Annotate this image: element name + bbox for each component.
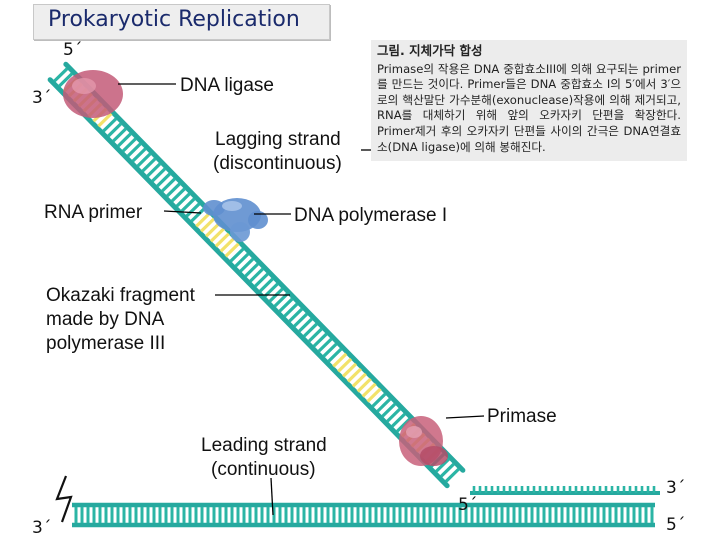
- leading-leader-line: [271, 478, 273, 515]
- page-title: Prokaryotic Replication: [48, 7, 300, 32]
- caption-body: Primase의 작용은 DNA 중합효소III에 의해 요구되는 primer…: [377, 62, 681, 156]
- caption-title: 그림. 지체가닥 합성: [377, 43, 681, 59]
- label-bottom-5prime-mid: 5´: [458, 495, 477, 515]
- label-dna-polymerase-1: DNA polymerase I: [294, 205, 447, 227]
- dna-ligase-highlight: [72, 78, 96, 94]
- primase-enzyme: [399, 416, 448, 466]
- label-top-3prime: 3´: [32, 88, 51, 108]
- primase-leader-line: [446, 416, 484, 418]
- strand-break-symbol: [57, 476, 71, 522]
- label-primase: Primase: [487, 406, 557, 428]
- label-okazaki-3: polymerase III: [46, 333, 165, 355]
- label-dna-ligase: DNA ligase: [180, 75, 274, 97]
- label-lagging-discontinuous: (discontinuous): [213, 153, 342, 175]
- label-okazaki-1: Okazaki fragment: [46, 285, 195, 307]
- label-bottom-5prime-right: 5´: [666, 515, 685, 535]
- caption-box: 그림. 지체가닥 합성 Primase의 작용은 DNA 중합효소III에 의해…: [371, 40, 687, 161]
- label-okazaki-2: made by DNA: [46, 309, 164, 331]
- label-leading-continuous: (continuous): [211, 459, 316, 481]
- label-bottom-3prime-right: 3´: [666, 478, 685, 498]
- leading-strand-ladder: [72, 486, 660, 525]
- label-rna-primer: RNA primer: [44, 202, 142, 224]
- label-bottom-3prime-left: 3´: [32, 518, 51, 538]
- dna-ligase-enzyme: [63, 70, 123, 118]
- label-top-5prime: 5´: [63, 40, 82, 60]
- label-leading-strand: Leading strand: [201, 435, 327, 457]
- label-lagging-strand: Lagging strand: [215, 129, 341, 151]
